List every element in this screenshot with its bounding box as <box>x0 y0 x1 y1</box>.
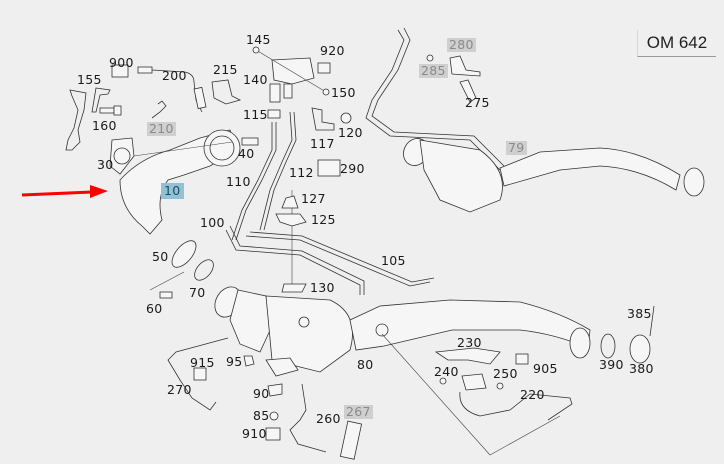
part-label-79[interactable]: 79 <box>506 140 527 155</box>
part-label-100[interactable]: 100 <box>200 215 225 230</box>
bolt-40-drawing <box>241 137 259 146</box>
part-label-210[interactable]: 210 <box>147 121 176 136</box>
part-label-275[interactable]: 275 <box>465 95 490 110</box>
part-label-910[interactable]: 910 <box>242 426 267 441</box>
part-label-915[interactable]: 915 <box>190 355 215 370</box>
part-label-215[interactable]: 215 <box>213 62 238 77</box>
part-label-250[interactable]: 250 <box>493 366 518 381</box>
sensor-200-drawing <box>111 64 207 113</box>
part-label-155[interactable]: 155 <box>77 72 102 87</box>
part-label-110[interactable]: 110 <box>226 174 251 189</box>
gasket-30-drawing <box>109 137 135 175</box>
clamps-117-120-290-drawing <box>311 107 352 177</box>
valve-140-drawing <box>252 46 331 103</box>
part-label-905[interactable]: 905 <box>533 361 558 376</box>
engine-code-label: OM 642 <box>637 30 716 57</box>
hose-pipes-drawing <box>231 109 297 241</box>
part-label-117[interactable]: 117 <box>310 136 335 151</box>
part-label-200[interactable]: 200 <box>162 68 187 83</box>
bolt-160-drawing <box>99 105 122 116</box>
part-label-380[interactable]: 380 <box>629 361 654 376</box>
particulate-filter-front-drawing <box>214 286 353 373</box>
mount-125-127-130-drawing <box>275 195 307 293</box>
part-label-240[interactable]: 240 <box>434 364 459 379</box>
bracket-155-drawing <box>65 87 111 151</box>
part-label-385[interactable]: 385 <box>627 306 652 321</box>
part-label-220[interactable]: 220 <box>520 387 545 402</box>
part-label-285[interactable]: 285 <box>419 63 448 78</box>
exhaust-pipe-80-drawing <box>349 299 591 456</box>
part-label-900[interactable]: 900 <box>109 55 134 70</box>
part-label-40[interactable]: 40 <box>238 146 255 161</box>
part-label-10-selected[interactable]: 10 <box>161 183 184 199</box>
part-label-160[interactable]: 160 <box>92 118 117 133</box>
part-label-920[interactable]: 920 <box>320 43 345 58</box>
part-label-130[interactable]: 130 <box>310 280 335 295</box>
control-unit-220-drawing <box>434 347 573 421</box>
part-label-50[interactable]: 50 <box>152 249 169 264</box>
part-label-230[interactable]: 230 <box>457 335 482 350</box>
part-label-120[interactable]: 120 <box>338 125 363 140</box>
part-label-150[interactable]: 150 <box>331 85 356 100</box>
red-pointer-arrow <box>21 185 108 198</box>
lower-sensors-drawing <box>167 337 363 460</box>
part-label-80[interactable]: 80 <box>357 357 374 372</box>
part-label-290[interactable]: 290 <box>340 161 365 176</box>
particulate-filter-rear-79-drawing <box>365 27 705 213</box>
part-label-270[interactable]: 270 <box>167 382 192 397</box>
part-label-140[interactable]: 140 <box>243 72 268 87</box>
part-label-267[interactable]: 267 <box>344 404 373 419</box>
part-label-127[interactable]: 127 <box>301 191 326 206</box>
bracket-210-drawing <box>151 100 167 119</box>
part-label-95[interactable]: 95 <box>226 354 243 369</box>
bracket-215-drawing <box>211 79 242 105</box>
part-label-390[interactable]: 390 <box>599 357 624 372</box>
part-label-280[interactable]: 280 <box>447 37 476 52</box>
part-label-145[interactable]: 145 <box>246 32 271 47</box>
part-label-105[interactable]: 105 <box>381 253 406 268</box>
part-label-60[interactable]: 60 <box>146 301 163 316</box>
part-label-30[interactable]: 30 <box>97 157 114 172</box>
pressure-lines-100-105-drawing <box>225 190 435 295</box>
part-label-125[interactable]: 125 <box>311 212 336 227</box>
part-label-112[interactable]: 112 <box>289 165 314 180</box>
part-label-115[interactable]: 115 <box>243 107 268 122</box>
part-label-85[interactable]: 85 <box>253 408 270 423</box>
part-label-70[interactable]: 70 <box>189 285 206 300</box>
brackets-275-280-285-drawing <box>426 54 481 103</box>
clamp-50-ring-70-drawing <box>149 240 214 299</box>
part-label-90[interactable]: 90 <box>253 386 270 401</box>
clamps-380-385-390-drawing <box>600 305 655 364</box>
part-label-260[interactable]: 260 <box>316 411 341 426</box>
